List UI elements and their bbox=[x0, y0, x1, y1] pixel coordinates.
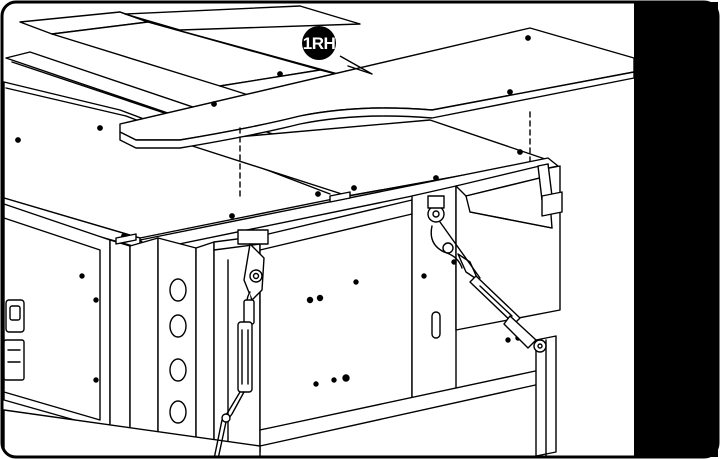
panel-clips bbox=[115, 191, 351, 245]
part-callout: 1RH bbox=[302, 26, 373, 75]
left-hook-assembly bbox=[213, 229, 269, 457]
left-cabinet-face bbox=[3, 203, 111, 431]
side-panel bbox=[634, 2, 718, 457]
right-bracket bbox=[455, 163, 563, 229]
right-leg bbox=[535, 335, 557, 457]
shelf-1rh bbox=[119, 27, 635, 149]
left-top-panel bbox=[3, 81, 349, 249]
left-bumper-post bbox=[109, 237, 197, 453]
callout-label: 1RH bbox=[303, 34, 336, 53]
callout-bubble bbox=[302, 26, 336, 60]
right-hook-assembly bbox=[427, 195, 547, 353]
left-latch bbox=[3, 299, 25, 381]
bottom-rail bbox=[3, 369, 541, 457]
